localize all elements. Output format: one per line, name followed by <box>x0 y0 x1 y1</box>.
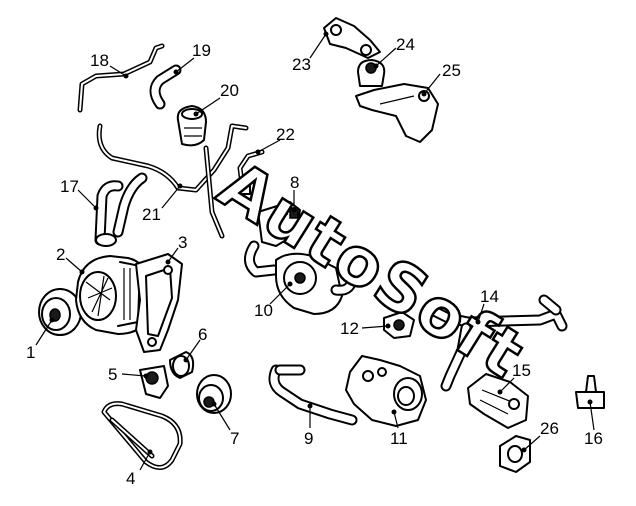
part-24-mount[interactable] <box>357 59 386 87</box>
callout-4[interactable]: 4 <box>126 469 135 488</box>
callout-11[interactable]: 11 <box>390 429 408 448</box>
callout-22[interactable]: 22 <box>276 125 295 144</box>
callout-5[interactable]: 5 <box>108 365 117 384</box>
part-4-belt[interactable] <box>101 401 183 470</box>
callout-dots <box>49 31 593 455</box>
callout-15[interactable]: 15 <box>512 361 531 380</box>
part-17-hose[interactable] <box>94 172 148 247</box>
part-21-pipe[interactable] <box>96 123 249 239</box>
callout-24[interactable]: 24 <box>396 35 415 54</box>
callout-14[interactable]: 14 <box>480 287 499 306</box>
part-6-idler-pulley[interactable] <box>169 351 195 379</box>
part-10-water-pump[interactable] <box>244 240 358 315</box>
part-1-pulley[interactable] <box>38 288 82 336</box>
callout-3[interactable]: 3 <box>178 233 187 252</box>
part-15-housing[interactable] <box>467 373 529 429</box>
callout-10[interactable]: 10 <box>254 301 273 320</box>
callout-17[interactable]: 17 <box>60 177 79 196</box>
callout-7[interactable]: 7 <box>230 429 239 448</box>
callout-20[interactable]: 20 <box>220 81 239 100</box>
callout-1[interactable]: 1 <box>26 343 35 362</box>
callout-6[interactable]: 6 <box>198 325 207 344</box>
callout-18[interactable]: 18 <box>90 51 109 70</box>
part-8-bracket[interactable] <box>257 201 301 247</box>
callout-12[interactable]: 12 <box>340 319 359 338</box>
callout-21[interactable]: 21 <box>142 205 161 224</box>
callout-leaders <box>35 33 595 471</box>
callout-26[interactable]: 26 <box>540 419 559 438</box>
part-26-module[interactable] <box>499 435 531 473</box>
part-20-valve[interactable] <box>176 105 207 147</box>
callout-9[interactable]: 9 <box>304 429 313 448</box>
part-14-pipe[interactable] <box>426 294 568 392</box>
part-12-fitting[interactable] <box>383 311 415 339</box>
part-19-hose[interactable] <box>149 64 182 110</box>
part-3-bracket[interactable] <box>135 253 183 353</box>
callout-23[interactable]: 23 <box>292 55 311 74</box>
callout-19[interactable]: 19 <box>192 41 211 60</box>
part-18-pipe[interactable] <box>77 43 165 113</box>
part-25-bracket[interactable] <box>355 83 439 143</box>
callout-numbers: 1 2 3 4 5 6 7 8 9 10 11 12 14 15 16 17 1… <box>26 35 603 488</box>
callout-8[interactable]: 8 <box>290 173 299 192</box>
part-22-hose[interactable] <box>237 149 265 195</box>
part-5-tensioner[interactable] <box>139 365 169 399</box>
part-7-pulley[interactable] <box>196 374 232 414</box>
callout-16[interactable]: 16 <box>584 429 603 448</box>
callout-2[interactable]: 2 <box>56 245 65 264</box>
callout-25[interactable]: 25 <box>442 61 461 80</box>
part-11-thermostat-housing[interactable] <box>345 355 427 427</box>
part-23-arm[interactable] <box>323 17 381 59</box>
part-9-hose[interactable] <box>268 364 358 426</box>
